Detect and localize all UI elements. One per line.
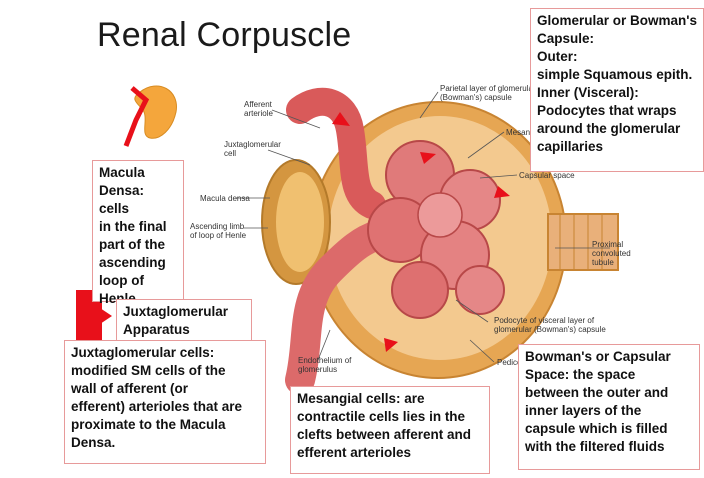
mesangial-cells-text: Mesangial cells: are contractile cells l… <box>297 390 483 462</box>
juxtaglomerular-cells-box: Juxtaglomerular cells: modified SM cells… <box>64 340 266 464</box>
bowman-space-box: Bowman's or Capsular Space: the space be… <box>518 344 700 470</box>
label-afferent-arteriole: Afferent arteriole <box>244 100 273 118</box>
jga-text: Juxtaglomerular Apparatus <box>123 303 245 339</box>
label-ascending-limb: Ascending limb of loop of Henle <box>190 222 246 240</box>
label-macula-densa: Macula densa <box>200 194 250 203</box>
capsule-box: Glomerular or Bowman's Capsule: Outer: s… <box>530 8 704 172</box>
jga-box: Juxtaglomerular Apparatus <box>116 299 252 343</box>
bowman-space-text: Bowman's or Capsular Space: the space be… <box>525 348 693 456</box>
kidney-icon <box>126 86 176 146</box>
label-proximal-tubule: Proximal convoluted tubule <box>592 240 631 267</box>
label-capsular-space: Capsular space <box>519 171 575 180</box>
macula-densa-box: Macula Densa: cells in the final part of… <box>92 160 184 302</box>
page-title: Renal Corpuscle <box>97 16 351 55</box>
label-endothelium: Endothelium of glomerulus <box>298 356 351 374</box>
label-parietal-layer: Parietal layer of glomerular (Bowman's) … <box>440 84 536 102</box>
label-podocyte: Podocyte of visceral layer of glomerular… <box>494 316 606 334</box>
capsule-text: Glomerular or Bowman's Capsule: Outer: s… <box>537 12 697 156</box>
label-juxtaglomerular-cell: Juxtaglomerular cell <box>224 140 281 158</box>
macula-densa-text: Macula Densa: cells in the final part of… <box>99 164 177 308</box>
juxtaglomerular-cells-text: Juxtaglomerular cells: modified SM cells… <box>71 344 259 452</box>
mesangial-cells-box: Mesangial cells: are contractile cells l… <box>290 386 490 474</box>
